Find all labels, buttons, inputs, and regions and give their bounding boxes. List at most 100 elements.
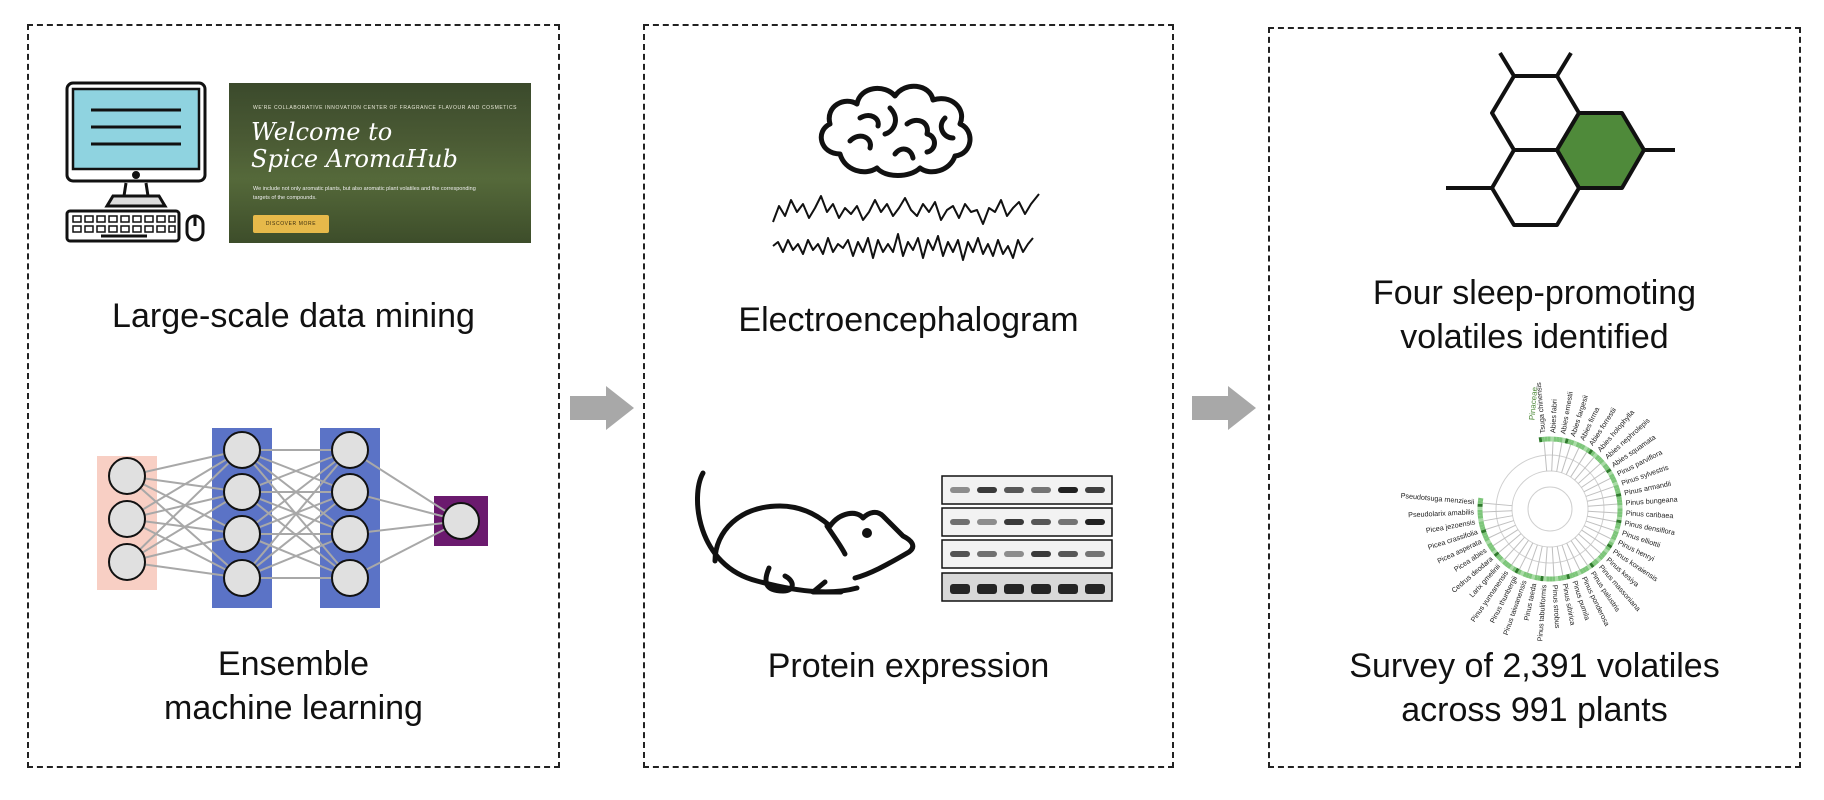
blot-band [1004,584,1024,594]
tree-clade-arc [1566,573,1571,580]
nn-node [331,515,369,553]
tree-clade-arc [1571,572,1576,578]
tree-branch [1581,468,1608,488]
blot-band [1004,519,1024,525]
tree-branch [1517,542,1534,572]
tree-species-label: Pseudotsuga menziesii [1400,491,1475,506]
tree-branch [1570,449,1589,478]
blot-band [1085,584,1105,594]
computer-icon [65,81,207,243]
tree-clade-arc [1601,550,1608,556]
tree-branch [1490,529,1519,548]
tree-branch-ring [1495,454,1605,564]
monitor-screen [71,87,201,171]
tree-clade-arc [1485,539,1492,545]
tree-branch [1587,494,1619,502]
tree-species-label: Tsuga chinensis [1534,382,1547,434]
eeg-waves-icon [772,193,1040,261]
tree-clade-arc [1610,476,1616,481]
tree-clade-arc [1534,574,1539,581]
tree-clade-arc [1615,493,1622,498]
tree-clade-arc [1570,439,1575,446]
tree-branch [1526,544,1538,576]
tree-clade-arc [1506,563,1513,569]
tree-branch [1496,533,1522,555]
panel1-graphics [65,81,488,608]
blot-band [977,584,997,594]
tree-clade-arc [1575,441,1581,448]
tree-clade-arc [1478,520,1485,525]
tree-clade-arc [1509,564,1515,571]
tree-clade-arc [1519,570,1525,577]
blot-band [977,519,997,525]
neural-network-icon [97,428,488,608]
blot-band [1031,487,1051,493]
tree-clade-arc [1479,526,1486,531]
tree-branch [1577,461,1603,484]
tree-species-label: Pseudolarix amabilis [1408,507,1475,519]
tree-clade-arc [1610,535,1617,541]
blot-band [1031,584,1051,594]
tree-clade-arc [1603,548,1610,554]
tree-branch [1578,533,1603,556]
nn-edge [126,491,243,563]
nn-node [223,473,261,511]
tree-clade-arc [1490,546,1496,553]
arrow-right-icon [570,386,634,430]
nn-node [223,515,261,553]
blot-band [977,551,997,557]
tree-clade-arc [1600,461,1607,467]
tree-clade-arc [1528,573,1533,580]
tree-clade-arc [1586,564,1592,570]
nn-edge [241,449,351,493]
tree-branch [1561,442,1572,473]
nn-edge [126,533,243,563]
tree-clade-arc [1495,553,1502,560]
blot-band [1004,487,1024,493]
banner-tagline: WE'RE COLLABORATIVE INNOVATION CENTER OF… [253,105,518,111]
tree-clade-arc [1595,556,1602,563]
panel2-graphics [695,83,1113,602]
tree-clade-arc [1605,545,1611,551]
machine-learning-label: Ensemble machine learning [164,645,423,727]
nn-node [108,457,146,495]
validation-panel: Electroencephalogram Protein expression [643,24,1174,768]
tree-clade-arc [1576,569,1582,576]
tree-clade-arc [1616,519,1622,524]
tree-clade-arc [1560,575,1565,581]
tree-branch [1574,537,1597,562]
tree-clade-arc [1597,554,1604,561]
nn-edge [126,449,243,477]
tree-clade-arc [1614,487,1621,492]
nn-edge [349,491,462,522]
nn-edge [241,449,351,535]
tree-branch [1486,524,1516,540]
tree-clade-arc [1589,562,1595,569]
tree-clade-arc [1607,470,1614,476]
tree-species-label: Abies fabri [1548,399,1559,434]
tree-branch [1583,476,1613,493]
nn-edge [241,449,351,579]
tree-branch [1502,536,1525,562]
blot-band [950,519,970,525]
blot-strip [941,539,1113,569]
tree-branch [1509,540,1529,567]
blot-band [977,487,997,493]
nn-node [331,559,369,597]
blot-band [1058,487,1078,493]
spice-aromahub-banner: WE'RE COLLABORATIVE INNOVATION CENTER OF… [229,83,531,243]
tree-clade-arc [1522,571,1528,578]
tree-branch [1565,445,1581,475]
blot-band [950,551,970,557]
tree-clade-arc [1497,555,1504,562]
banner-description: We include not only aromatic plants, but… [253,186,476,201]
tree-branch [1566,542,1582,573]
nn-node [108,500,146,538]
discover-more-button[interactable]: DISCOVER MORE [253,215,329,233]
tree-clade-arc [1531,574,1536,580]
nn-edge [126,561,243,579]
nn-edge [349,520,462,579]
tree-clade-arc [1568,572,1574,579]
arrow-right-icon [1192,386,1256,430]
